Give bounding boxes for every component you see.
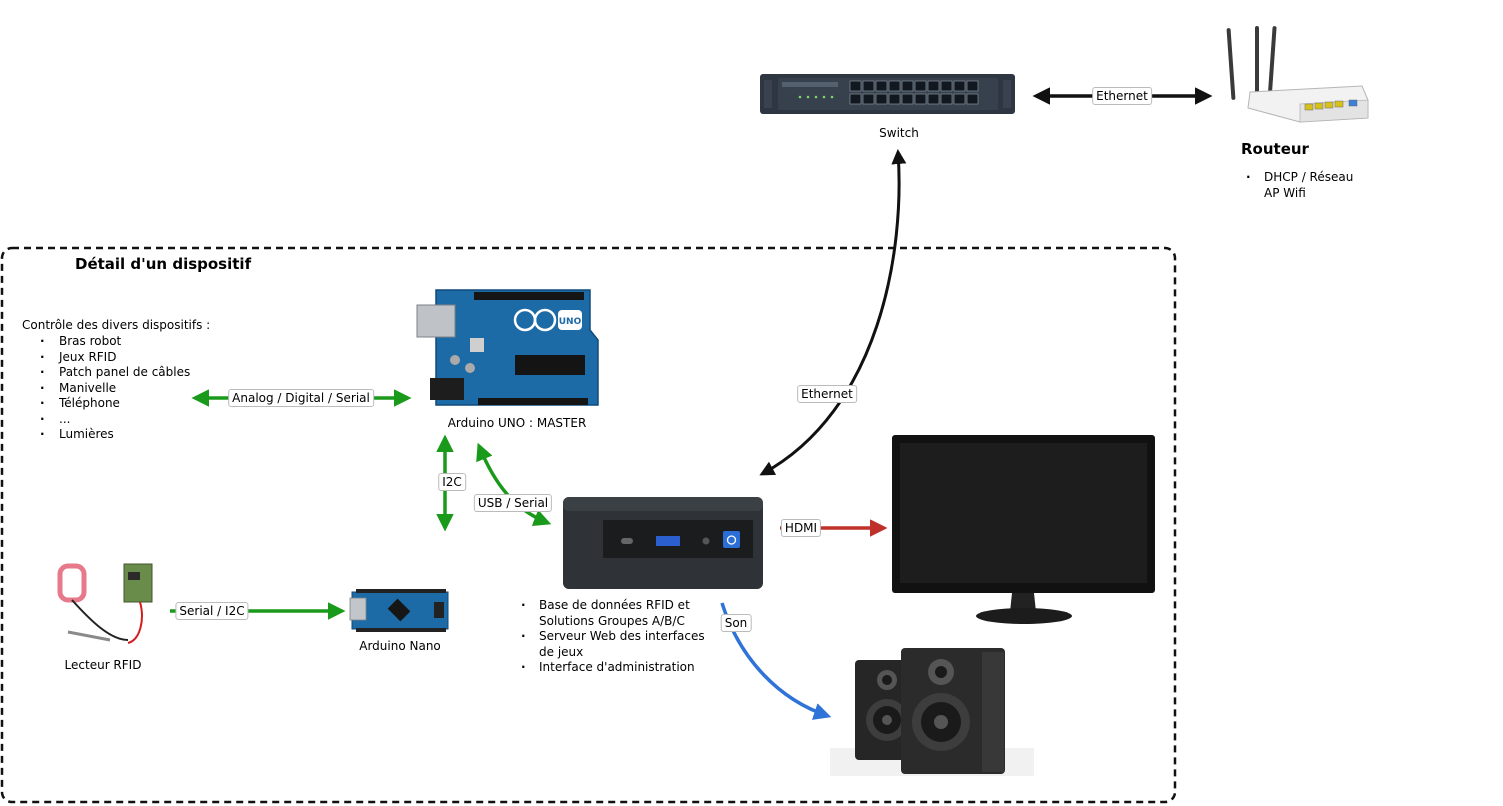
analog-digital-serial-label: Analog / Digital / Serial [228, 389, 374, 407]
serial-i2c-label: Serial / I2C [175, 602, 249, 620]
mini-pc-feature-item: de jeux [539, 644, 584, 659]
switch-label: Switch [879, 126, 919, 140]
device-detail-frame [0, 246, 1177, 804]
controls-list-item: Lumières [22, 427, 190, 443]
controls-list-item: Patch panel de câbles [22, 365, 190, 381]
controls-list: Bras robot Jeux RFID Patch panel de câbl… [22, 334, 190, 443]
mini-pc-feature-list: Base de données RFID et Solutions Groupe… [515, 598, 705, 676]
arduino-uno-label: Arduino UNO : MASTER [447, 416, 587, 430]
rfid-reader-label: Lecteur RFID [64, 658, 142, 672]
son-label: Son [720, 614, 752, 632]
router-image [1226, 26, 1369, 123]
mini-pc-image [563, 497, 763, 589]
ethernet-label-top: Ethernet [1092, 87, 1152, 105]
controls-list-item: ... [22, 412, 190, 428]
i2c-label: I2C [438, 473, 466, 491]
controls-list-item: Manivelle [22, 381, 190, 397]
rfid-reader-image [57, 563, 153, 644]
router-label: Routeur [1241, 140, 1309, 158]
arduino-nano-label: Arduino Nano [359, 639, 441, 653]
mini-pc-feature-item: Base de données RFID et [515, 598, 705, 614]
speakers-image [830, 648, 1034, 776]
router-feature-item: AP Wifi [1264, 185, 1306, 200]
mini-pc-feature-item: Serveur Web des interfaces [515, 629, 705, 645]
arduino-uno-image: UNO [416, 289, 599, 406]
hdmi-label: HDMI [780, 519, 822, 537]
usb-serial-label: USB / Serial [473, 494, 553, 512]
mini-pc-feature-item: Solutions Groupes A/B/C [539, 613, 685, 628]
diagram-title: Détail d'un dispositif [75, 255, 252, 273]
switch-image [760, 74, 1015, 114]
router-feature-list: DHCP / Réseau AP Wifi [1240, 170, 1353, 201]
controls-list-item: Bras robot [22, 334, 190, 350]
controls-list-item: Téléphone [22, 396, 190, 412]
controls-list-item: Jeux RFID [22, 350, 190, 366]
controls-intro: Contrôle des divers dispositifs : [22, 318, 211, 332]
monitor-image [892, 435, 1155, 624]
svg-text:UNO: UNO [559, 317, 582, 327]
router-feature-item: DHCP / Réseau [1240, 170, 1353, 186]
mini-pc-feature-item: Interface d'administration [515, 660, 705, 676]
ethernet-pc-switch-arrow [759, 149, 907, 476]
arduino-nano-image [349, 589, 449, 632]
ethernet-label-mid: Ethernet [797, 385, 857, 403]
